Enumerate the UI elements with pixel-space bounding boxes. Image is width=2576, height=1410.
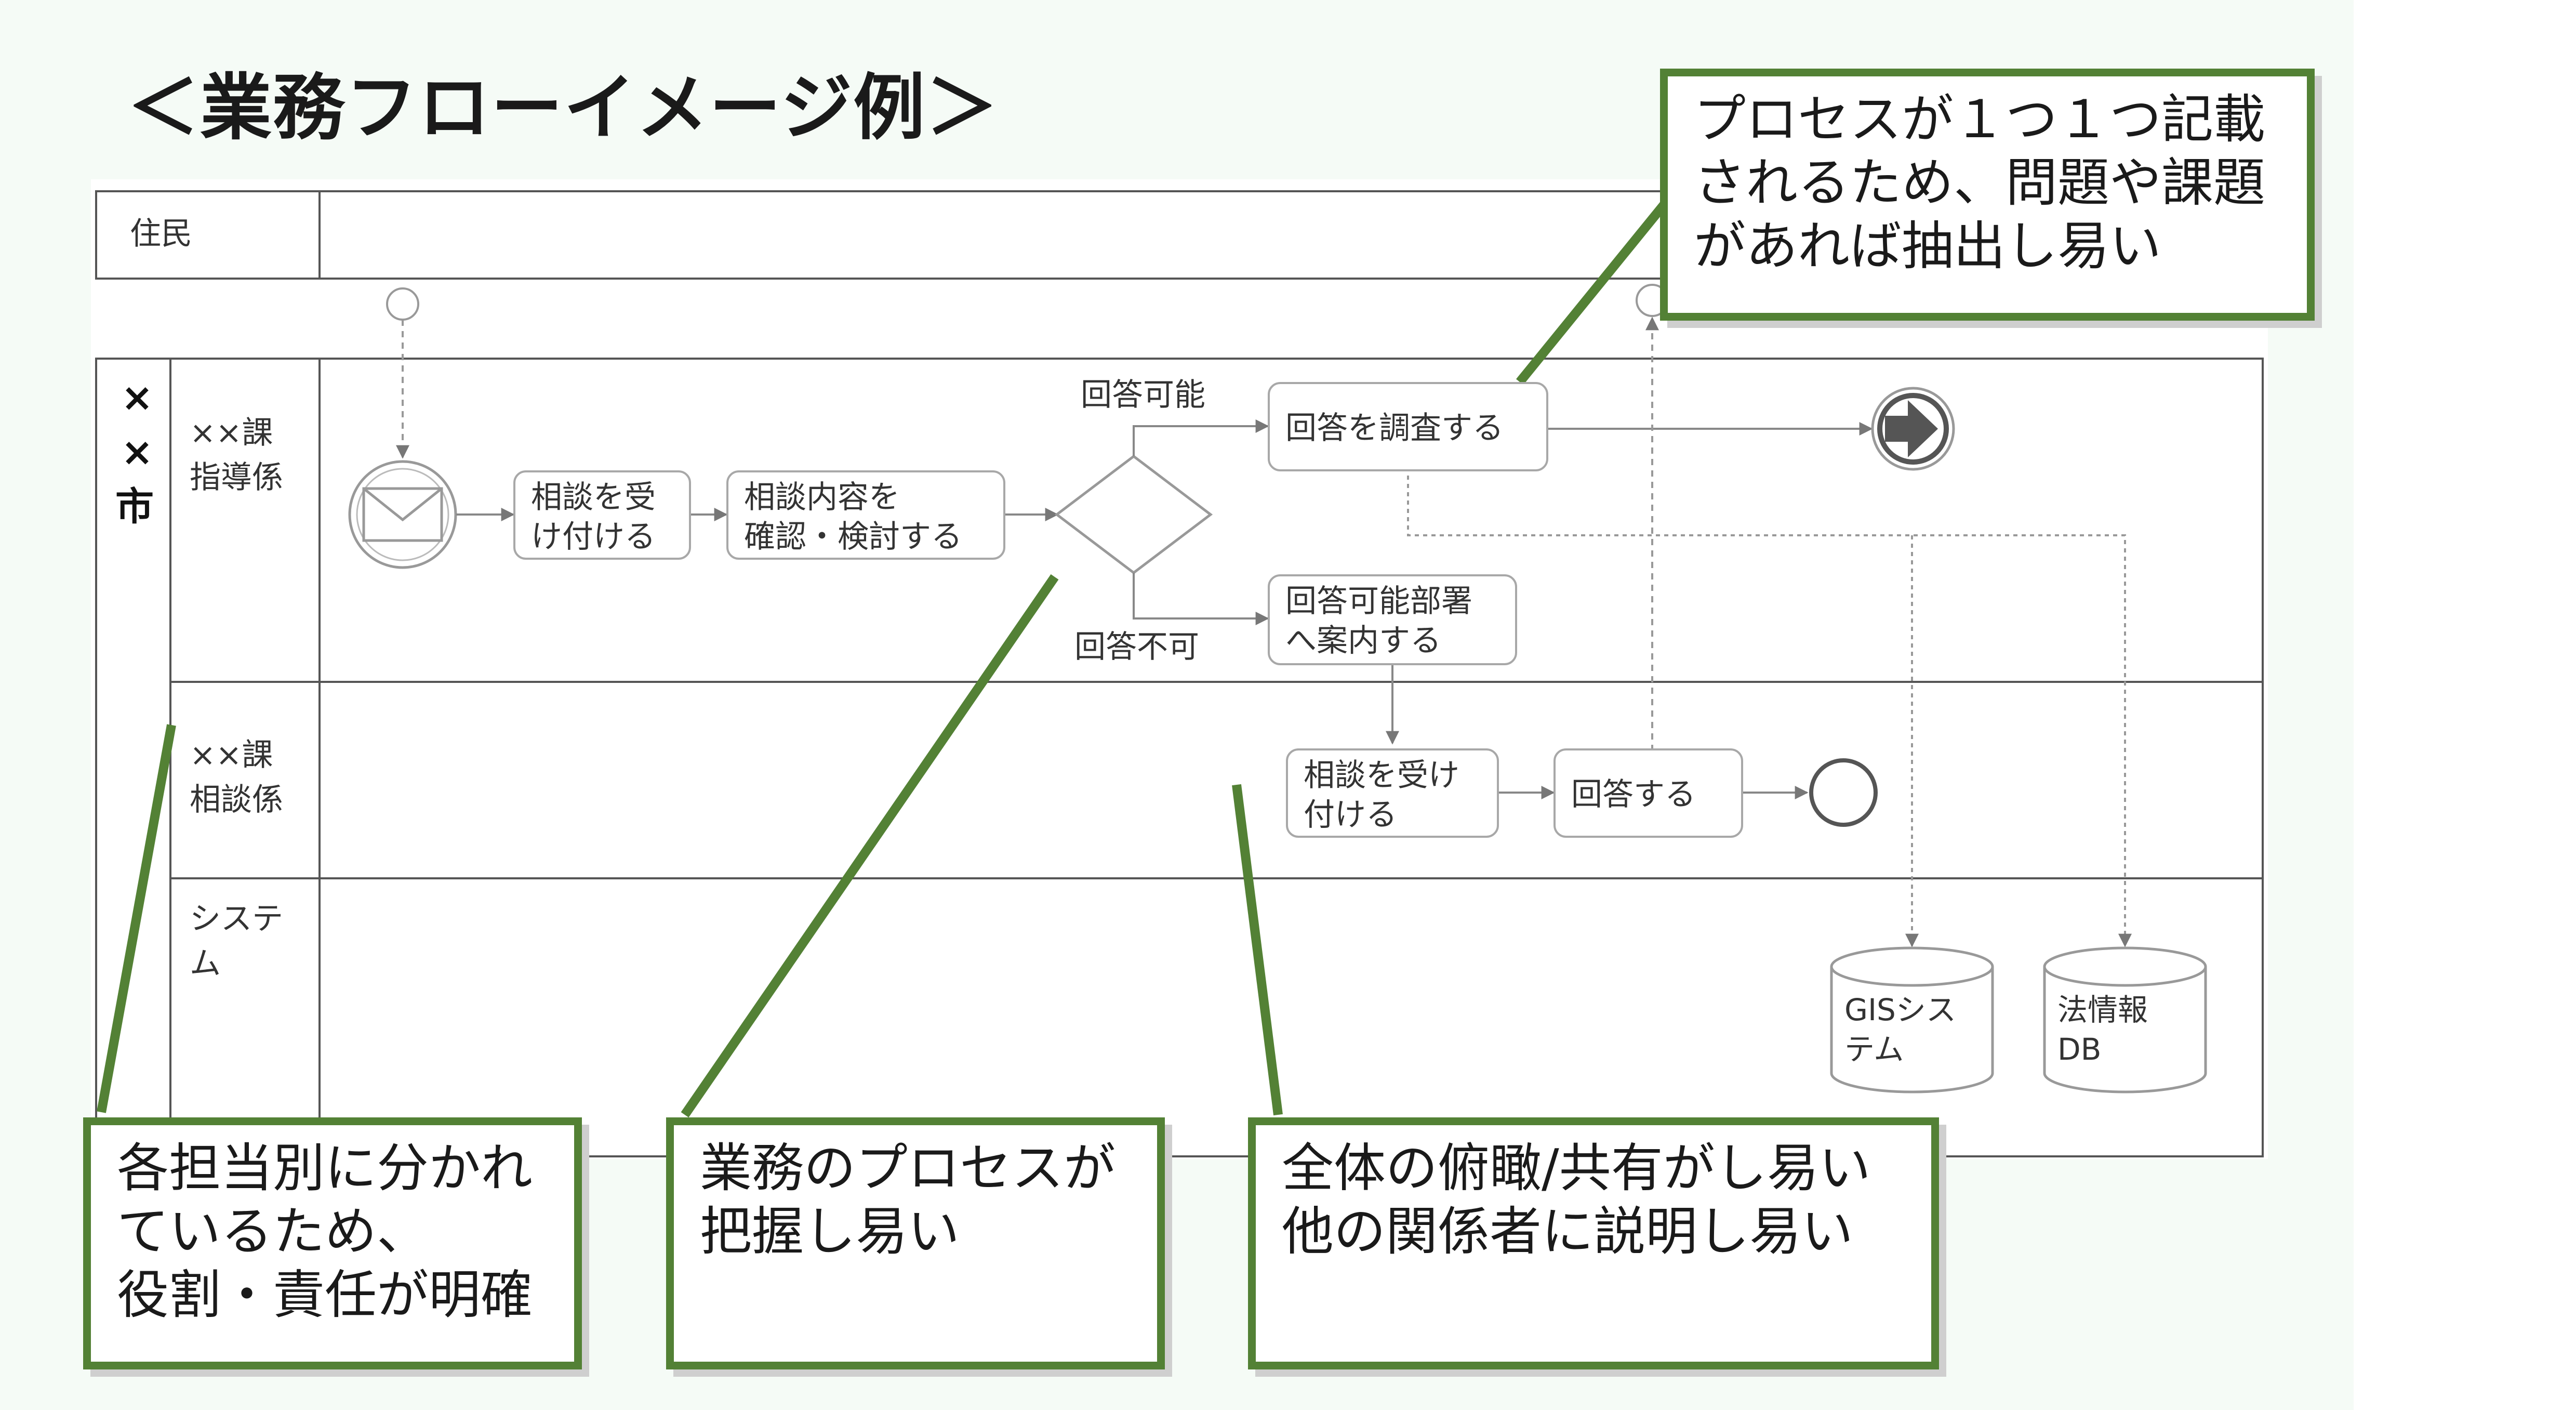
message-start-event-inner (356, 468, 449, 561)
consult-end-event (1809, 758, 1878, 827)
flow-gateway-no (1133, 573, 1269, 625)
guidance-lane-label: ××課 指導係 (190, 415, 283, 496)
task-review-consultation: 相談内容を 確認・検討する (726, 470, 1005, 560)
leader-line-process (681, 574, 1059, 1118)
task-receive-consultation-2: 相談を受け 付ける (1286, 748, 1499, 838)
task-investigate-answer: 回答を調査する (1268, 382, 1548, 471)
gis-system-label: GISシス テム (1844, 992, 1956, 1067)
page-title: ＜業務フローイメージ例＞ (127, 66, 999, 150)
right-arrow-icon (1885, 400, 1938, 457)
law-info-database (2043, 946, 2207, 1093)
city-mark-bottom: 市 (115, 484, 154, 529)
leader-line-roles (97, 724, 176, 1113)
consultation-lane-label: ××課 相談係 (190, 737, 283, 818)
association-to-databases (1407, 476, 2132, 947)
city-mark-top: × (121, 375, 154, 420)
callout-roles: 各担当別に分かれ ているため、 役割・責任が明確 (83, 1117, 582, 1369)
city-mark-mid: × (121, 430, 154, 475)
callout-process: 業務のプロセスが 把握し易い (666, 1117, 1165, 1369)
gis-system-database (1830, 946, 1994, 1093)
leader-line-overview (1232, 784, 1283, 1116)
law-db-label: 法情報 DB (2057, 992, 2148, 1067)
leader-line-issues (1516, 184, 1682, 385)
resident-lane (95, 190, 1736, 280)
task-receive-consultation: 相談を受 け付ける (513, 470, 691, 560)
system-lane-label: システ ム (190, 901, 283, 982)
flow-gateway-yes (1133, 419, 1269, 456)
callout-issues: プロセスが１つ１つ記載 されるため、問題や課題 があれば抽出し易い (1660, 69, 2315, 321)
task-guide-to-department: 回答可能部署 へ案内する (1268, 574, 1517, 665)
resident-start-event (386, 287, 419, 321)
envelope-icon (362, 487, 443, 542)
resident-lane-label: 住民 (130, 216, 192, 252)
gateway-no-label: 回答不可 (1074, 629, 1199, 665)
callout-overview: 全体の俯瞰/共有がし易い 他の関係者に説明し易い (1248, 1117, 1939, 1369)
task-answer: 回答する (1553, 748, 1743, 838)
gateway-yes-label: 回答可能 (1081, 377, 1205, 413)
